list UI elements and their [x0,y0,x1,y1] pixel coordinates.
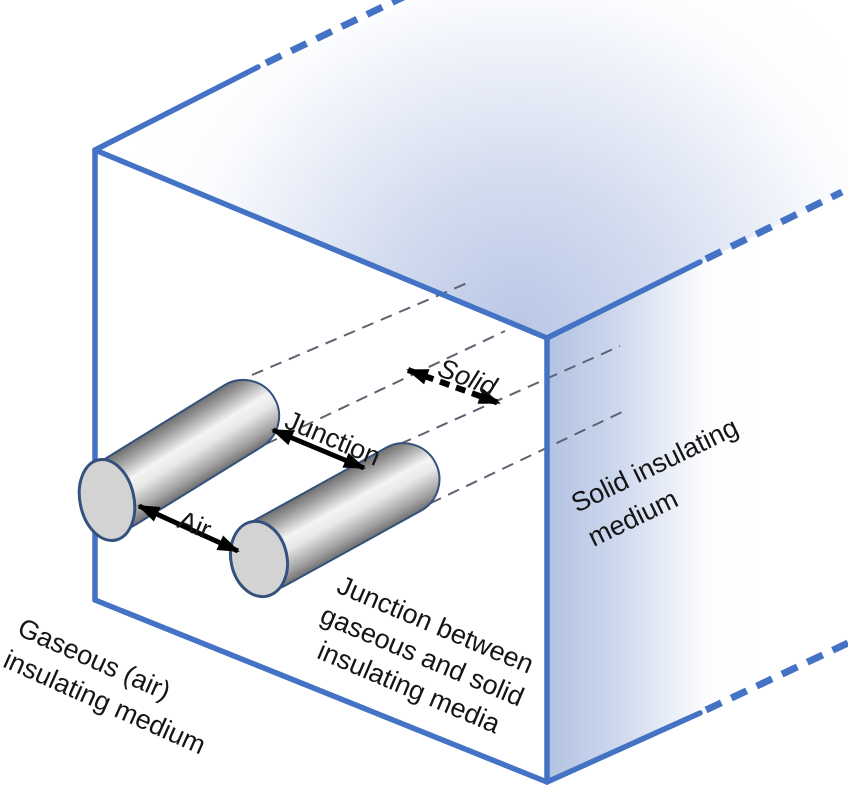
dashed-edge-top-right [704,188,844,263]
air-gap-arrow [137,503,240,554]
box-right-face [547,190,848,782]
box-faces [95,0,848,782]
box-edge-recede-top-left [92,64,261,153]
gaseous-medium-label: Gaseous (air) insulating medium [0,612,210,760]
box-dashed-edges [264,0,848,714]
box-edge-recede-top-right [544,259,703,341]
box-edge-recede-bottom-right [544,710,703,785]
solid-gap-label: Solid [434,353,502,403]
junction-gap-arrow [271,427,366,471]
dashed-edge-top-left [264,0,406,67]
box-edge-front-top [92,147,550,341]
leader-line-cylinder1-bottom [265,330,506,445]
cylinder-electrode-2 [228,442,441,599]
leader-line-cylinder2-top [399,345,621,445]
junction-gap-label: Junction [281,405,385,472]
cylinder-electrode-1 [77,378,281,542]
box-top-face [95,0,848,338]
cylinder-2-end-cap [228,519,290,599]
gap-arrows [137,367,501,554]
projection-leader-lines [251,280,623,513]
box-edge-front-bottom [92,597,550,785]
junction-medium-label: Junction between gaseous and solid insul… [313,570,538,740]
